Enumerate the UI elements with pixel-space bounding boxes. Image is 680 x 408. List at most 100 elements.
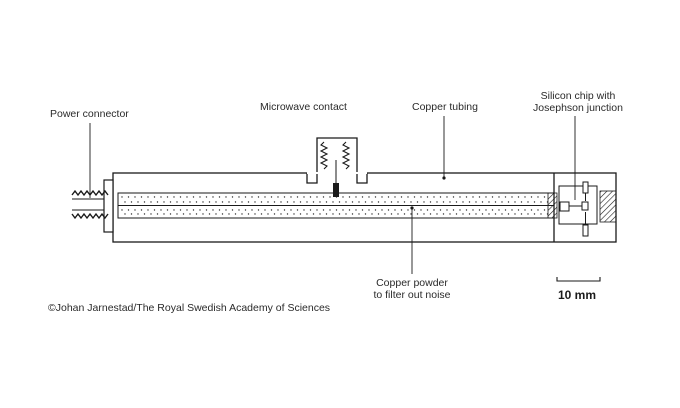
powder-dot (459, 209, 461, 211)
powder-dot (332, 213, 334, 215)
powder-dot (540, 201, 542, 203)
powder-dot (150, 201, 152, 203)
powder-dot (377, 201, 380, 203)
powder-dot (270, 209, 273, 211)
powder-dot (361, 196, 364, 198)
powder-dot (478, 209, 481, 211)
powder-dot (358, 213, 360, 215)
powder-dot (244, 209, 247, 211)
powder-dot (371, 201, 373, 203)
powder-dot (215, 213, 217, 215)
powder-dot (465, 209, 468, 211)
power-connector-flange (103, 179, 114, 233)
powder-dot (504, 209, 507, 211)
powder-dot (329, 209, 331, 211)
powder-dot (527, 201, 529, 203)
powder-dot (400, 196, 403, 198)
powder-dot (316, 209, 318, 211)
powder-dot (537, 196, 539, 198)
powder-dot (436, 213, 438, 215)
powder-dot (199, 196, 201, 198)
powder-dot (124, 213, 126, 215)
powder-dot (423, 201, 425, 203)
powder-dot (498, 196, 500, 198)
powder-dot (498, 209, 500, 211)
powder-dot (202, 201, 204, 203)
powder-dot (134, 196, 136, 198)
powder-dot (208, 213, 211, 215)
powder-dot (338, 201, 341, 203)
powder-dot (387, 196, 390, 198)
powder-dot (296, 209, 299, 211)
label-silicon-chip: Silicon chip with Josephson junction (523, 90, 633, 114)
powder-dot (524, 196, 526, 198)
powder-dot (403, 201, 406, 203)
powder-dot (143, 213, 146, 215)
powder-dot (345, 213, 347, 215)
powder-dot (303, 209, 305, 211)
powder-dot (215, 201, 217, 203)
powder-dot (407, 196, 409, 198)
powder-dot (277, 209, 279, 211)
powder-dot (433, 196, 435, 198)
powder-dot (481, 213, 484, 215)
powder-dot (169, 213, 172, 215)
powder-dot (410, 201, 412, 203)
powder-dot (208, 201, 211, 203)
powder-dot (416, 201, 419, 203)
powder-dot (234, 213, 237, 215)
powder-dot (251, 196, 253, 198)
powder-dot (306, 201, 308, 203)
powder-dot (192, 209, 195, 211)
powder-dot (221, 201, 224, 203)
powder-dot (420, 209, 422, 211)
label-microwave-contact: Microwave contact (260, 101, 347, 113)
powder-dot (488, 213, 490, 215)
powder-dot (228, 201, 230, 203)
powder-dot (390, 213, 393, 215)
powder-dot (325, 201, 328, 203)
powder-dot (290, 196, 292, 198)
powder-dot (257, 209, 260, 211)
powder-dot (127, 209, 130, 211)
powder-dot (400, 209, 403, 211)
leader-dot-tubing (442, 176, 446, 180)
powder-dot (273, 213, 276, 215)
powder-dot (342, 196, 344, 198)
scale-bar-label: 10 mm (558, 288, 597, 302)
powder-dot (413, 209, 416, 211)
powder-dot (514, 213, 516, 215)
powder-dot (160, 209, 162, 211)
powder-dot (416, 213, 419, 215)
scale-bar (556, 277, 601, 282)
label-copper-powder-line2: to filter out noise (373, 289, 451, 301)
powder-dot (153, 209, 156, 211)
powder-dot (488, 201, 490, 203)
powder-dot (247, 213, 250, 215)
powder-dot (228, 213, 230, 215)
powder-dot (127, 196, 130, 198)
powder-dot (475, 201, 477, 203)
powder-dot (429, 201, 432, 203)
powder-dot (218, 209, 221, 211)
powder-dot (358, 201, 360, 203)
powder-dot (273, 201, 276, 203)
label-silicon-chip-line1: Silicon chip with (540, 90, 616, 102)
powder-dot (381, 196, 383, 198)
powder-dot (169, 201, 172, 203)
powder-dot (374, 196, 377, 198)
powder-dot (137, 201, 139, 203)
microwave-spring-left (319, 141, 329, 170)
powder-dot (355, 196, 357, 198)
microwave-contact-body (306, 137, 368, 184)
powder-dot (280, 201, 282, 203)
powder-dot (316, 196, 318, 198)
powder-dot (507, 213, 510, 215)
powder-dot (319, 201, 321, 203)
powder-dot (403, 213, 406, 215)
powder-dot (312, 201, 315, 203)
powder-dot (374, 209, 377, 211)
powder-dot (205, 196, 208, 198)
powder-dot (186, 196, 188, 198)
